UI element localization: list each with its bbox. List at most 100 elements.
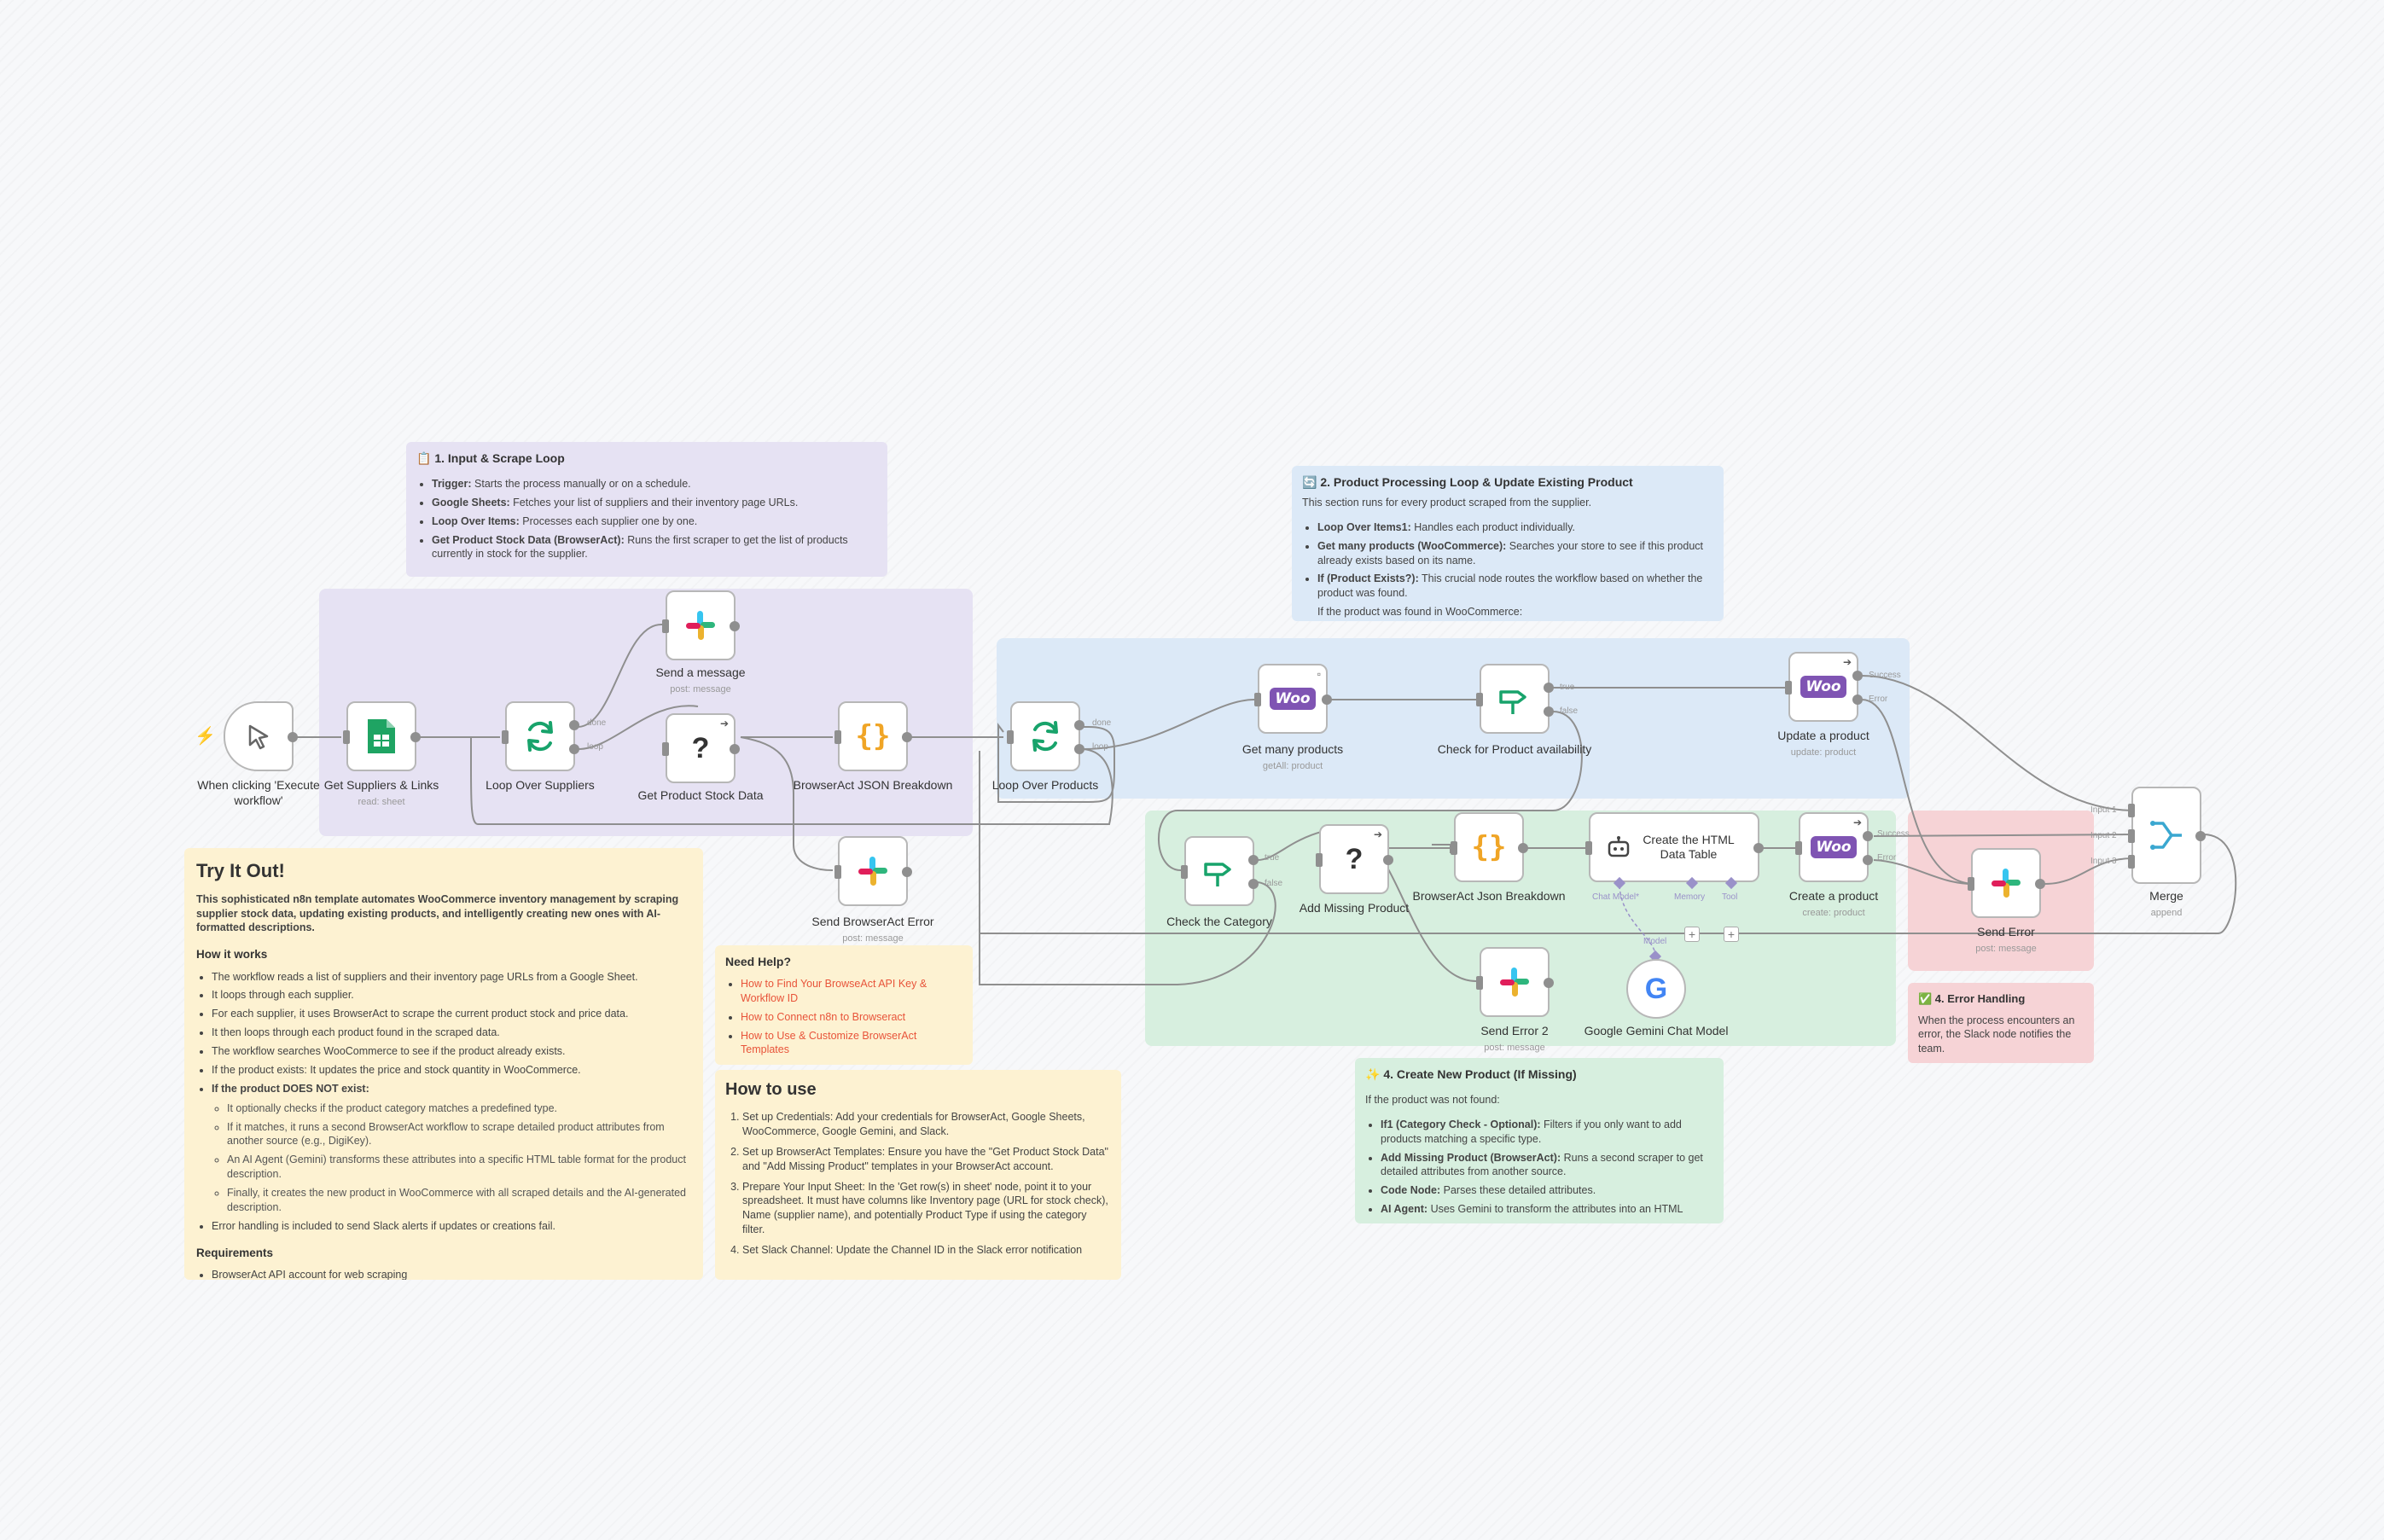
connection	[1861, 699, 1974, 885]
node-add-missing-product[interactable]: ➔ ?	[1316, 824, 1393, 894]
woocommerce-icon: Woo	[1270, 688, 1316, 710]
node-label: BrowserAct Json Breakdown	[1412, 889, 1566, 903]
node-send-browseract-error[interactable]	[834, 836, 912, 906]
node-label: Loop Over Suppliers	[486, 778, 595, 792]
group-product-processing	[997, 638, 1910, 799]
list-item: Code Node: Parses these detailed attribu…	[1381, 1183, 1713, 1198]
port-label: Input 3	[2090, 857, 2117, 866]
list-item: If (Product Exists?): This crucial node …	[1317, 572, 1713, 601]
node-check-category[interactable]	[1181, 836, 1259, 906]
list-item: BrowserAct API account for web scraping	[212, 1268, 691, 1280]
slack-icon	[1500, 968, 1529, 997]
port-label: Chat Model*	[1592, 892, 1640, 902]
woocommerce-icon: Woo	[1811, 836, 1857, 858]
node-sublabel: post: message	[1975, 944, 2037, 954]
list-item: It optionally checks if the product cate…	[227, 1101, 691, 1116]
port-label: Error	[1877, 853, 1897, 863]
note-input-scrape[interactable]: 📋 1. Input & Scrape Loop Trigger: Starts…	[406, 442, 887, 577]
help-link[interactable]: How to Find Your BrowseAct API Key & Wor…	[741, 977, 962, 1006]
node-merge[interactable]	[2128, 787, 2206, 884]
note-try-it-out[interactable]: Try It Out! This sophisticated n8n templ…	[184, 848, 703, 1280]
add-memory-button[interactable]: +	[1684, 927, 1700, 942]
node-sublabel: post: message	[670, 684, 731, 694]
note-intro: This section runs for every product scra…	[1302, 496, 1592, 508]
list-item: If it matches, it runs a second BrowserA…	[227, 1120, 691, 1149]
list-item: Get many products (WooCommerce): Searche…	[1317, 539, 1713, 568]
port-label: false	[1560, 706, 1579, 716]
woocommerce-icon: Woo	[1800, 676, 1846, 698]
note-title: ✅ 4. Error Handling	[1918, 992, 2026, 1005]
list-item: Add Missing Product (BrowserAct): Runs a…	[1381, 1151, 1713, 1180]
port-label: Tool	[1722, 892, 1738, 902]
list-item: Set Slack Channel: Update the Channel ID…	[742, 1243, 1111, 1258]
slack-icon	[686, 611, 715, 640]
note-title: Try It Out!	[196, 860, 285, 881]
note-product-processing[interactable]: 🔄 2. Product Processing Loop & Update Ex…	[1292, 466, 1724, 621]
note-how-to-use[interactable]: How to use Set up Credentials: Add your …	[715, 1070, 1121, 1280]
port-label: Error	[1869, 694, 1888, 704]
loop-icon	[1032, 721, 1058, 752]
lightning-icon: ⚡	[195, 727, 216, 746]
node-check-availability[interactable]	[1476, 664, 1554, 734]
note-title: 🔄 2. Product Processing Loop & Update Ex…	[1302, 475, 1633, 489]
note-need-help[interactable]: Need Help? How to Find Your BrowseAct AP…	[715, 945, 973, 1065]
node-label: Merge	[2149, 889, 2183, 903]
node-label: Get Suppliers & Links	[323, 778, 439, 792]
note-error-handling[interactable]: ✅ 4. Error Handling When the process enc…	[1908, 983, 2094, 1063]
port-label: Memory	[1674, 892, 1706, 902]
note-create-product[interactable]: ✨ 4. Create New Product (If Missing) If …	[1355, 1058, 1724, 1223]
node-update-product[interactable]: ➔ Woo	[1785, 652, 1863, 722]
node-send-error-2[interactable]	[1476, 947, 1554, 1017]
how-it-works-heading: How it works	[196, 948, 268, 962]
connection	[740, 736, 834, 871]
list-item: Loop Over Items: Processes each supplier…	[432, 514, 877, 529]
merge-icon	[2150, 821, 2182, 850]
node-get-product-stock[interactable]: ➔ ?	[662, 713, 740, 783]
node-send-error[interactable]	[1968, 848, 2045, 918]
add-tool-button[interactable]: +	[1724, 927, 1739, 942]
node-label: Send a message	[655, 665, 746, 679]
node-label: Check for Product availability	[1437, 742, 1592, 756]
node-label: Check the Category	[1166, 915, 1272, 928]
node-label: Get Product Stock Data	[637, 788, 764, 802]
node-gemini-chat-model[interactable]: G	[1626, 959, 1686, 1019]
node-label: Google Gemini Chat Model	[1584, 1024, 1729, 1037]
external-arrow-icon: ➔	[1373, 828, 1382, 840]
port-label: true	[1265, 853, 1280, 863]
node-json-breakdown-2[interactable]: {}	[1451, 812, 1528, 882]
list-item: If the product exists: It updates the pr…	[212, 1063, 691, 1078]
node-json-breakdown[interactable]: {}	[834, 701, 912, 771]
requirements-heading: Requirements	[196, 1246, 274, 1259]
help-link[interactable]: How to Connect n8n to Browseract	[741, 1010, 962, 1025]
list-item: It loops through each supplier.	[212, 988, 691, 1002]
note-tail: If the product was found in WooCommerce:	[1317, 606, 1523, 619]
external-arrow-icon: ➔	[1852, 816, 1862, 828]
google-sheets-icon	[368, 719, 395, 753]
node-ai-agent-html-table[interactable]: Create the HTML Data Table	[1585, 812, 1764, 882]
external-arrow-icon: ➔	[1842, 656, 1852, 668]
node-manual-trigger[interactable]	[224, 701, 298, 771]
node-loop-products[interactable]	[1007, 701, 1084, 771]
node-label: Send Error 2	[1480, 1024, 1549, 1037]
node-label: Send Error	[1977, 925, 2035, 939]
connection	[1873, 859, 1974, 885]
list-item: Set up Credentials: Add your credentials…	[742, 1110, 1111, 1139]
node-sublabel: read: sheet	[358, 797, 405, 807]
node-label: Send BrowserAct Error	[811, 915, 934, 928]
node-label: BrowserAct JSON Breakdown	[793, 778, 953, 792]
help-link[interactable]: How to Use & Customize BrowserAct Templa…	[741, 1029, 962, 1058]
node-get-suppliers[interactable]	[343, 701, 421, 771]
node-create-product[interactable]: ➔ Woo	[1795, 812, 1873, 882]
list-item: For each supplier, it uses BrowserAct to…	[212, 1007, 691, 1021]
node-get-many-products[interactable]: ▫ Woo	[1254, 664, 1332, 734]
if-branch-icon	[1499, 690, 1526, 714]
port-label: true	[1560, 683, 1575, 692]
node-loop-suppliers[interactable]	[502, 701, 579, 771]
port-label: done	[587, 718, 607, 728]
list-item: An AI Agent (Gemini) transforms these at…	[227, 1153, 691, 1182]
node-sublabel: getAll: product	[1262, 761, 1323, 771]
code-braces-icon: {}	[855, 719, 891, 753]
node-send-message[interactable]	[662, 590, 740, 660]
